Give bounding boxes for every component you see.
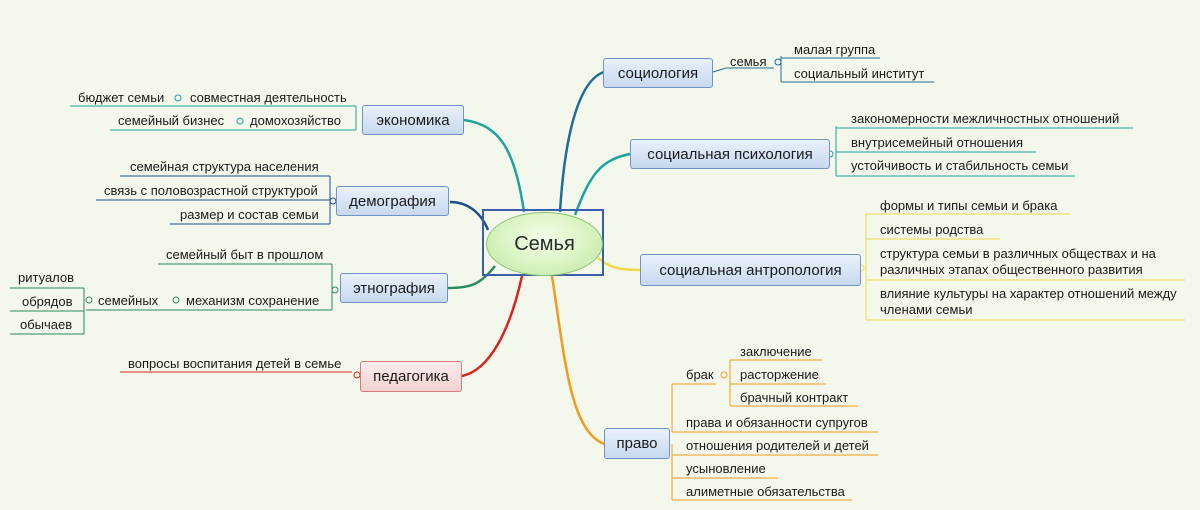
topic-ethnography[interactable]: этнография: [340, 273, 448, 303]
branch-line-economics: [463, 118, 526, 213]
branch-line-psychology: [573, 152, 631, 216]
leaf-small-group[interactable]: малая группа: [794, 42, 876, 57]
leaf-demography-1[interactable]: семейная структура населения: [130, 159, 319, 174]
leaf-joint-activity[interactable]: совместная деятельность: [190, 90, 347, 105]
leaf-law-1[interactable]: права и обязанности супругов: [686, 415, 868, 430]
leaf-marriage-1[interactable]: заключение: [740, 344, 812, 359]
branch-line-law: [550, 275, 605, 446]
branch-line-pedagogy: [461, 275, 524, 378]
branch-line-anthropology: [597, 257, 641, 272]
leaf-anthropology-4[interactable]: влияние культуры на характер отношений м…: [880, 286, 1177, 317]
topic-social-psychology[interactable]: социальная психология: [630, 139, 830, 169]
leaf-law-4[interactable]: алиметные обязательства: [686, 484, 845, 499]
branch-line-sociology: [558, 70, 605, 213]
leaf-rites[interactable]: обрядов: [22, 294, 73, 309]
topic-social-anthropology[interactable]: социальная антропология: [640, 254, 861, 286]
leaf-rituals[interactable]: ритуалов: [18, 270, 75, 285]
subtopic-marriage[interactable]: брак: [686, 367, 714, 382]
leaf-ethnography-1[interactable]: семейный быт в прошлом: [166, 247, 324, 262]
leaf-family-business[interactable]: семейный бизнес: [118, 113, 225, 128]
leaf-law-3[interactable]: усыновление: [686, 461, 766, 476]
topic-sociology[interactable]: социология: [603, 58, 713, 88]
leaf-psychology-2[interactable]: внутрисемейный отношения: [851, 135, 1024, 150]
subtopic-families[interactable]: семейных: [98, 293, 159, 308]
leaf-pedagogy-1[interactable]: вопросы воспитания детей в семье: [128, 356, 342, 371]
subtopic-family[interactable]: семья: [730, 54, 767, 69]
branch-line-demography: [449, 200, 490, 231]
leaf-law-2[interactable]: отношения родителей и детей: [686, 438, 869, 453]
branch-line-ethnography: [447, 265, 496, 290]
central-topic[interactable]: Семья: [486, 212, 603, 276]
leaf-household[interactable]: домохозяйство: [250, 113, 341, 128]
leaf-customs[interactable]: обычаев: [20, 317, 73, 332]
leaf-marriage-2[interactable]: расторжение: [740, 367, 819, 382]
leaf-anthropology-1[interactable]: формы и типы семьи и брака: [880, 198, 1058, 213]
topic-pedagogy[interactable]: педагогика: [360, 361, 462, 392]
leaf-social-institute[interactable]: социальный институт: [794, 66, 925, 81]
leaf-demography-3[interactable]: размер и состав семьи: [180, 207, 319, 222]
topic-economics[interactable]: экономика: [362, 105, 464, 135]
topic-demography[interactable]: демография: [336, 186, 449, 216]
leaf-ethnography-2[interactable]: механизм сохранение: [186, 293, 320, 308]
leaf-anthropology-2[interactable]: системы родства: [880, 222, 984, 237]
leaf-psychology-1[interactable]: закономерности межличностных отношений: [851, 111, 1120, 126]
leaf-anthropology-3[interactable]: структура семьи в различных обществах и …: [880, 246, 1156, 277]
leaf-marriage-3[interactable]: брачный контракт: [740, 390, 849, 405]
leaf-family-budget[interactable]: бюджет семьи: [78, 90, 165, 105]
leaf-psychology-3[interactable]: устойчивость и стабильность семьи: [851, 158, 1069, 173]
topic-law[interactable]: право: [604, 428, 670, 459]
leaf-demography-2[interactable]: связь с половозрастной структурой: [104, 183, 318, 198]
